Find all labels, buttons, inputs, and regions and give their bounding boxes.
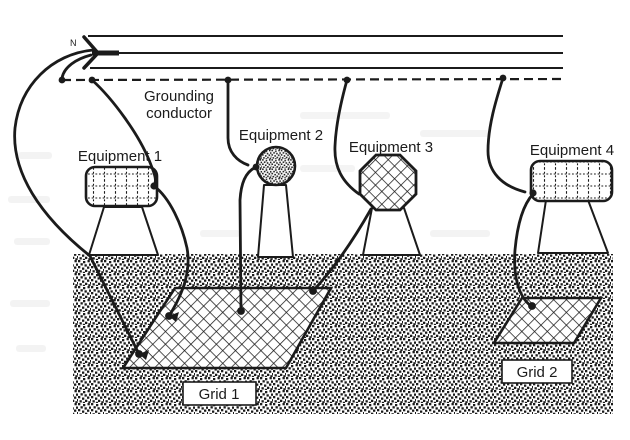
equipment-1-label: Equipment 1 bbox=[78, 148, 162, 165]
grid-1-label-box: Grid 1 bbox=[182, 381, 257, 406]
equipment-3-body bbox=[358, 153, 418, 212]
grid-2-label-box: Grid 2 bbox=[501, 359, 573, 384]
service-bus-lines bbox=[82, 35, 563, 70]
conductor-neutral-to-grounding-bus bbox=[60, 53, 93, 80]
junction-dots bbox=[58, 74, 537, 360]
bus-arrow-icon bbox=[82, 35, 119, 70]
conductor-neutral-to-grid1 bbox=[13, 48, 140, 354]
conductor-equipment2-to-grid1 bbox=[238, 165, 258, 313]
equipment-2-pedestal bbox=[257, 184, 294, 258]
equipment-4-pedestal bbox=[537, 199, 609, 254]
neutral-label: N bbox=[70, 38, 77, 48]
equipment-2-label: Equipment 2 bbox=[239, 127, 323, 144]
equipment-4-label: Equipment 4 bbox=[530, 142, 614, 159]
equipment-3-pedestal bbox=[362, 207, 421, 256]
scan-noise bbox=[8, 112, 490, 352]
grid-1-label: Grid 1 bbox=[199, 386, 240, 403]
labels: Grounding conductor Equipment 1 Equipmen… bbox=[78, 88, 614, 165]
grid-2 bbox=[491, 296, 604, 345]
equipment-4-body bbox=[529, 159, 614, 203]
conductor-equipment1-to-grid1 bbox=[152, 184, 190, 318]
conductor-equipment3-to-grid1 bbox=[311, 207, 373, 293]
grounding-conductor-line bbox=[61, 77, 567, 82]
equipment-3-label: Equipment 3 bbox=[349, 139, 433, 156]
equipment-1-body bbox=[84, 165, 159, 208]
conductor-equipment4-to-grid2 bbox=[513, 192, 535, 308]
equipment-2-body bbox=[255, 145, 297, 187]
grid-2-label: Grid 2 bbox=[517, 364, 558, 381]
equipment-1-pedestal bbox=[88, 206, 159, 256]
conductor-bus-to-equipment1 bbox=[90, 78, 157, 188]
grounding-conductor-label-line1: Grounding bbox=[144, 88, 214, 105]
grounding-conductor-label-line2: conductor bbox=[146, 105, 212, 122]
conductor-bus-to-equipment2 bbox=[226, 78, 250, 167]
conductor-bus-to-equipment3 bbox=[333, 78, 361, 196]
conductor-bus-to-equipment4 bbox=[486, 76, 527, 194]
